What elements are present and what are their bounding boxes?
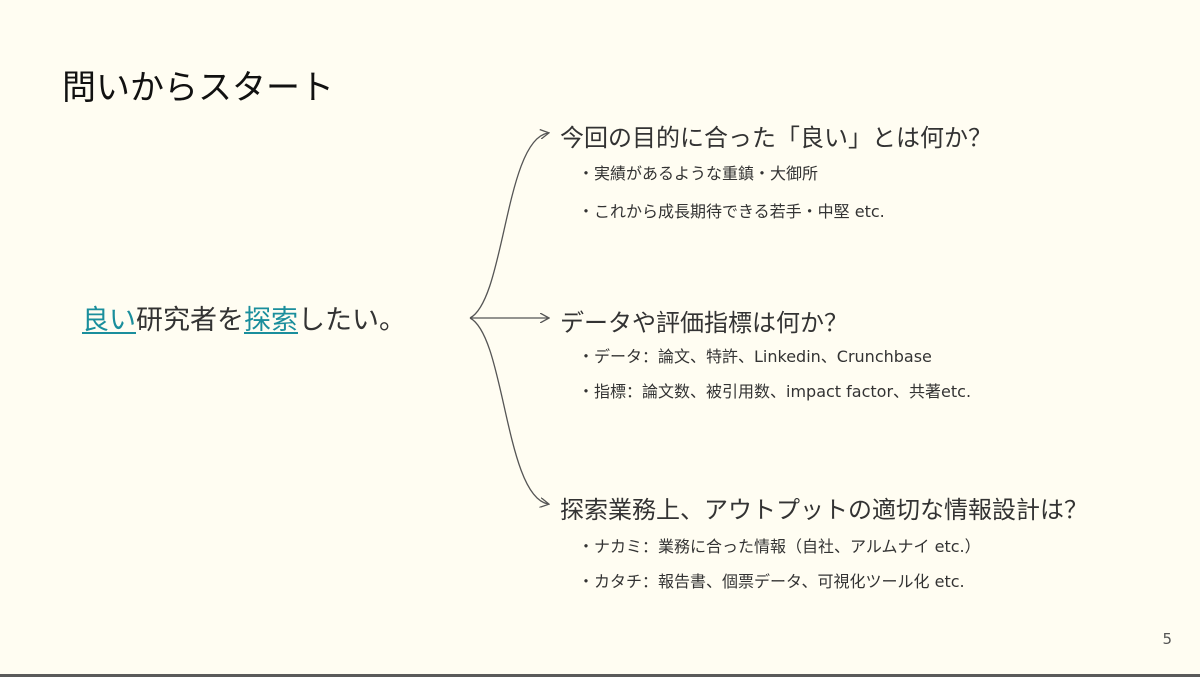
connector-top [469,133,548,319]
question-data-metrics: データや評価指標は何か？ [560,309,848,337]
page-number: 5 [1162,630,1172,648]
detail-content: ・ナカミ：業務に合った情報（自社、アルムナイ etc.） [578,537,981,556]
keyword-explore[interactable]: 探索 [244,305,298,336]
bottom-divider [0,674,1200,677]
slide-title: 問いからスタート [62,68,334,108]
keyword-good[interactable]: 良い [82,305,136,336]
detail-data-sources: ・データ：論文、特許、Linkedin、Crunchbase [578,347,932,366]
detail-young-talent: ・これから成長期待できる若手・中堅 etc. [578,202,885,221]
statement-tail: したい。 [298,305,406,336]
question-good-definition: 今回の目的に合った「良い」とは何か？ [560,124,992,152]
connector-bottom [469,317,548,504]
question-output-design: 探索業務上、アウトプットの適切な情報設計は？ [560,496,1088,524]
detail-format: ・カタチ：報告書、個票データ、可視化ツール化 etc. [578,572,965,591]
statement-middle: 研究者を [136,305,244,336]
detail-metrics: ・指標：論文数、被引用数、impact factor、共著etc. [578,382,972,401]
detail-veterans: ・実績があるような重鎮・大御所 [578,164,819,183]
main-statement: 良い研究者を探索したい。 [82,298,406,337]
